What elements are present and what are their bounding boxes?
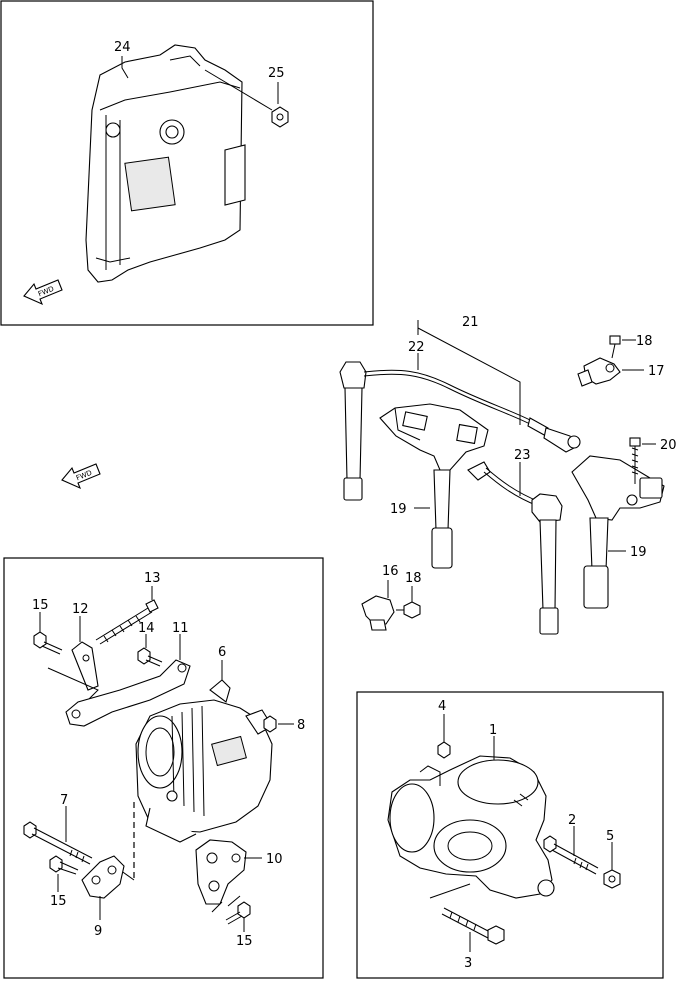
callout-23: 23 [514,448,531,463]
ecu-group: 24 25 FWD [0,0,374,326]
callout-17: 17 [648,364,665,379]
ecu-frame [0,0,374,326]
bracket-11[interactable] [65,659,191,727]
bolt-18-top[interactable] [609,335,621,359]
callout-14: 14 [138,621,155,636]
bolt-13[interactable] [95,599,159,645]
callout-21: 21 [462,315,479,330]
starter-group: 1 4 2 5 3 [356,691,664,979]
bolt-15-mid[interactable] [49,855,79,875]
callout-20: 20 [660,438,677,453]
ignition-coil-right[interactable] [571,455,665,609]
callout-10: 10 [266,852,283,867]
callout-7: 7 [60,793,68,808]
starter-frame [356,691,664,979]
callout-15-mid: 15 [50,894,67,909]
ignition-coil-left[interactable] [379,403,489,569]
bracket-12[interactable] [71,641,99,691]
ignition-group: 21 22 23 19 [339,315,677,635]
callout-18-top: 18 [636,334,653,349]
callout-4: 4 [438,699,446,714]
alternator[interactable] [135,679,273,843]
nut-4[interactable] [437,741,451,759]
bolt-15-top[interactable] [33,631,63,655]
bolt-15-bottom[interactable] [225,901,251,925]
callout-12: 12 [72,602,89,617]
callout-19-left: 19 [390,502,407,517]
callout-15-bottom: 15 [236,934,253,949]
ecu-module[interactable] [85,44,246,283]
alternator-frame [3,557,324,979]
callout-9: 9 [94,924,102,939]
callout-15-top: 15 [32,598,49,613]
fwd-arrow-icon: FWD [23,279,63,306]
alternator-group: 13 15 12 14 11 [3,557,324,979]
callout-2: 2 [568,813,576,828]
nut-5[interactable] [603,869,621,889]
callout-22: 22 [408,340,425,355]
callout-18-bottom: 18 [405,571,422,586]
bolt-3[interactable] [441,907,505,945]
plug-lead-22[interactable] [339,361,581,501]
callout-13: 13 [144,571,161,586]
bolt-18-bottom[interactable] [396,601,421,619]
callout-24: 24 [114,40,131,55]
bolt-14[interactable] [137,647,163,667]
callout-3: 3 [464,956,472,971]
callout-25: 25 [268,66,285,81]
fwd-arrow-icon: FWD [61,463,101,490]
sensor-16[interactable] [361,595,395,631]
callout-5: 5 [606,829,614,844]
bracket-10[interactable] [195,839,247,905]
callout-19-right: 19 [630,545,647,560]
bolt-7[interactable] [23,821,93,865]
nut-8[interactable] [263,715,277,733]
callout-11: 11 [172,621,189,636]
ecu-nut[interactable] [271,106,289,128]
callout-16: 16 [382,564,399,579]
starter-motor[interactable] [387,755,555,899]
bolt-2[interactable] [543,835,599,875]
callout-8: 8 [297,718,305,733]
bracket-9[interactable] [81,855,125,899]
callout-1: 1 [489,723,497,738]
plug-lead-23[interactable] [467,461,563,635]
bolt-20[interactable] [629,437,641,484]
callout-6: 6 [218,645,226,660]
sensor-17[interactable] [577,357,621,387]
